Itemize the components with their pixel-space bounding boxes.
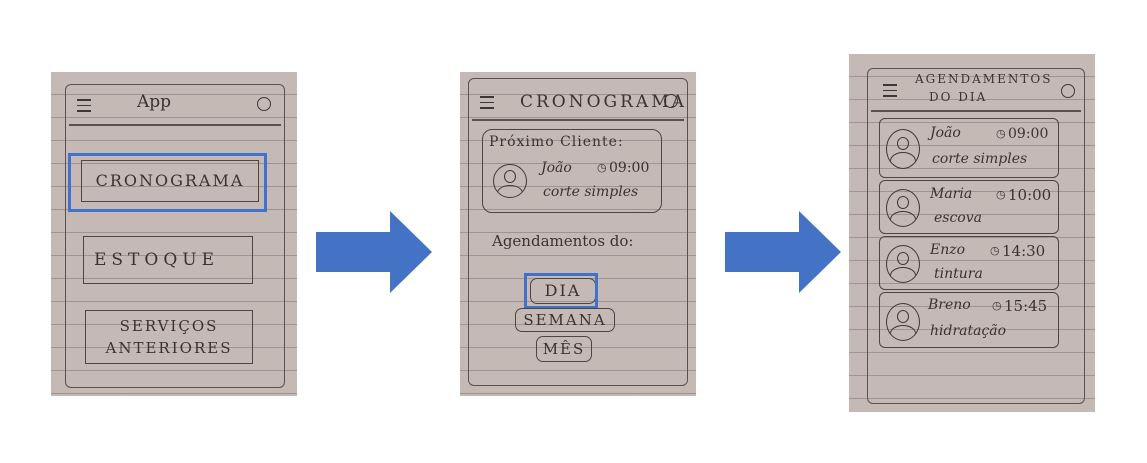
- avatar-icon: [886, 303, 920, 341]
- appointment-card[interactable]: Breno ◷ 15:45 hidratação: [879, 292, 1059, 348]
- appointment-name: Maria: [930, 186, 973, 202]
- phone-frame: [867, 68, 1085, 404]
- clock-icon: ◷: [996, 188, 1006, 201]
- appointment-name: João: [930, 125, 961, 141]
- clock-icon: ◷: [992, 299, 1002, 312]
- sketch-screen-agendamentos: AGENDAMENTOS DO DIA João ◷ 09:00 corte s…: [849, 54, 1095, 412]
- appointment-name: Enzo: [930, 242, 966, 258]
- user-profile-icon[interactable]: [1061, 84, 1075, 98]
- screen-title-line1: AGENDAMENTOS: [915, 72, 1053, 86]
- hamburger-menu-icon[interactable]: [883, 84, 897, 101]
- appointment-service: corte simples: [932, 151, 1028, 167]
- appointment-time: 14:30: [1002, 242, 1046, 260]
- appointment-card[interactable]: João ◷ 09:00 corte simples: [879, 118, 1059, 178]
- tap-highlight: [68, 153, 267, 212]
- screen-title: App: [137, 92, 172, 112]
- appointment-service: escova: [934, 210, 982, 226]
- appointment-card[interactable]: Maria ◷ 10:00 escova: [879, 180, 1059, 234]
- next-client-heading: Próximo Cliente:: [489, 134, 624, 150]
- next-client-card[interactable]: Próximo Cliente: João ◷ 09:00 corte simp…: [482, 129, 662, 213]
- avatar-icon: [886, 245, 920, 283]
- header-divider: [871, 110, 1081, 112]
- schedule-label: Agendamentos do:: [492, 232, 634, 250]
- clock-icon: ◷: [996, 127, 1006, 140]
- clock-icon: ◷: [990, 244, 1000, 257]
- header-divider: [472, 119, 684, 121]
- hamburger-menu-icon[interactable]: [480, 96, 494, 113]
- client-name: João: [541, 160, 572, 176]
- sketch-screen-cronograma: CRONOGRAMA Próximo Cliente: João ◷ 09:00…: [460, 72, 696, 396]
- avatar-icon: [886, 129, 920, 169]
- appointment-service: tintura: [934, 266, 983, 282]
- user-profile-icon[interactable]: [257, 97, 271, 111]
- appointment-time: 09:00: [1008, 126, 1049, 142]
- servicos-anteriores-button[interactable]: SERVIÇOS ANTERIORES: [85, 310, 253, 364]
- client-service: corte simples: [543, 184, 639, 200]
- arrow-right-icon: [316, 211, 432, 293]
- clock-icon: ◷: [597, 161, 607, 174]
- phone-frame: [468, 78, 688, 386]
- avatar-icon: [493, 164, 527, 198]
- appointment-time: 15:45: [1004, 297, 1048, 315]
- appointment-service: hidratação: [930, 323, 1007, 339]
- avatar-icon: [886, 189, 920, 227]
- phone-frame: [65, 84, 285, 388]
- appointment-time: 10:00: [1008, 186, 1052, 204]
- client-time: 09:00: [609, 160, 650, 176]
- appointment-card[interactable]: Enzo ◷ 14:30 tintura: [879, 236, 1059, 290]
- hamburger-menu-icon[interactable]: [77, 99, 91, 116]
- option-mes[interactable]: MÊS: [536, 336, 592, 362]
- header-divider: [69, 124, 281, 126]
- sketch-screen-home: App CRONOGRAMA ESTOQUE SERVIÇOS ANTERIOR…: [51, 72, 297, 396]
- appointment-name: Breno: [928, 297, 971, 313]
- cronograma-button[interactable]: CRONOGRAMA: [81, 160, 259, 202]
- estoque-button[interactable]: ESTOQUE: [83, 236, 253, 284]
- arrow-right-icon: [725, 211, 841, 293]
- option-semana[interactable]: SEMANA: [515, 308, 615, 332]
- user-profile-icon[interactable]: [664, 94, 678, 108]
- screen-title: CRONOGRAMA: [520, 92, 687, 112]
- screen-title-line2: DO DIA: [929, 90, 988, 104]
- tap-highlight: [524, 273, 598, 309]
